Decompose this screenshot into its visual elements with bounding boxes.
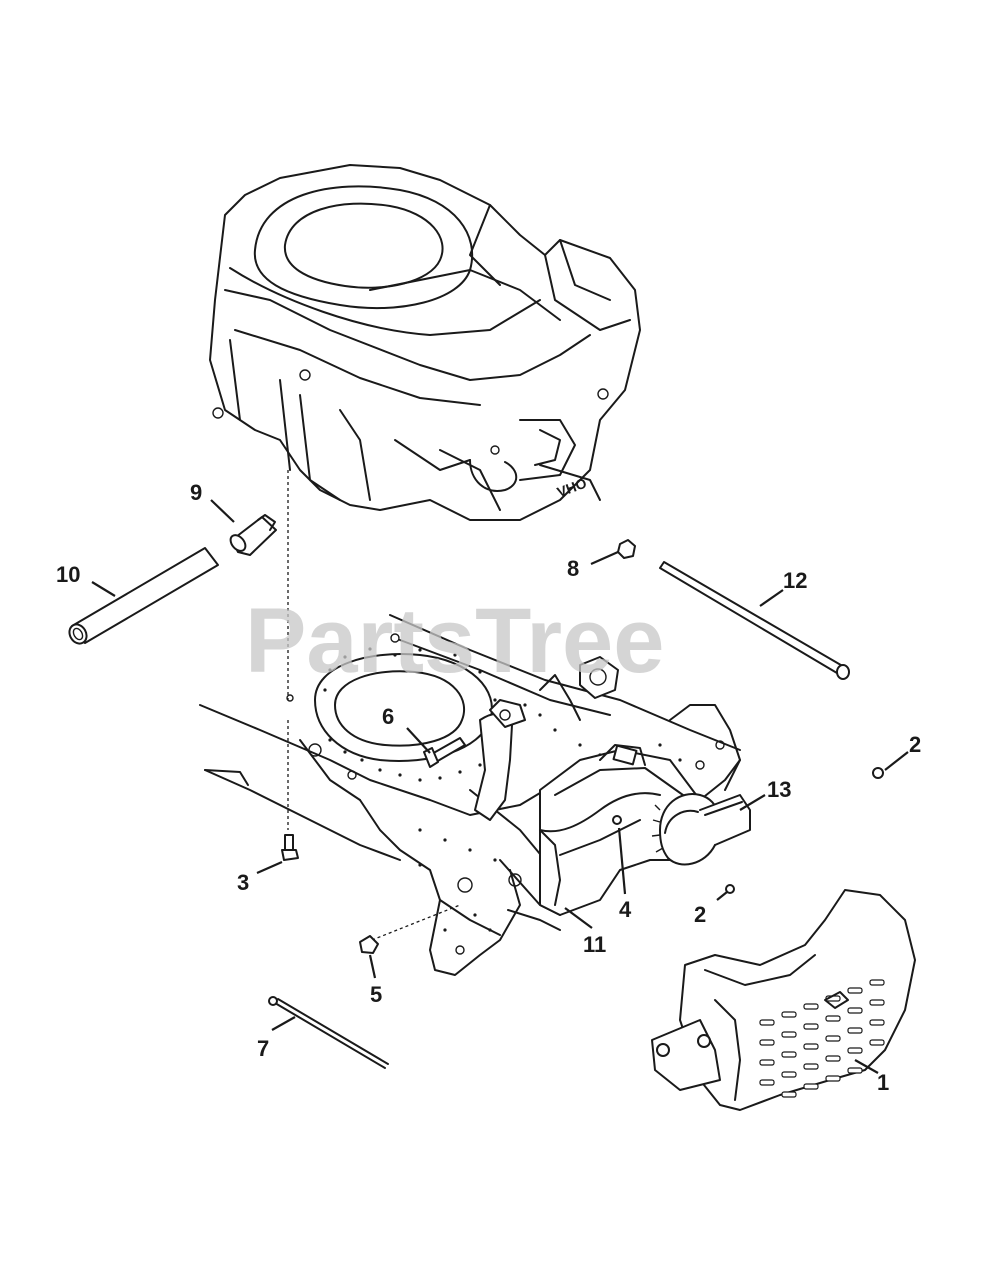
callout-13: 13 — [767, 777, 791, 802]
bolt-part-3[interactable] — [281, 834, 299, 861]
callout-2: 2 — [909, 732, 921, 757]
callout-1: 1 — [877, 1070, 889, 1095]
engine-illustration[interactable]: OHV — [209, 164, 641, 521]
callout-8: 8 — [567, 556, 579, 581]
watermark: PartsTree — [245, 590, 664, 692]
screw-part-4[interactable] — [612, 815, 622, 825]
callout-11: 11 — [583, 932, 606, 957]
leader-lines — [91, 499, 909, 1074]
callout-7: 7 — [257, 1036, 269, 1061]
callout-5: 5 — [370, 982, 382, 1007]
screw-part-2a[interactable] — [872, 767, 884, 779]
screw-part-2b[interactable] — [725, 884, 735, 894]
callout-6: 6 — [382, 704, 394, 729]
spark-arrestor[interactable] — [651, 793, 751, 866]
bolt-part-5[interactable] — [359, 935, 379, 954]
spark-arrestor-ribs — [651, 804, 664, 853]
fitting-part-9[interactable] — [228, 514, 277, 556]
frame-holes — [323, 647, 682, 932]
nut-part-8[interactable] — [617, 539, 636, 559]
callout-4: 4 — [619, 897, 632, 922]
rod-part-12[interactable] — [659, 561, 850, 680]
cable-tie-part-7[interactable] — [268, 996, 389, 1069]
tube-part-10[interactable] — [66, 547, 219, 647]
callout-10: 10 — [56, 562, 80, 587]
heat-shield[interactable] — [651, 889, 916, 1111]
callout-2: 2 — [694, 902, 706, 927]
tractor-frame — [199, 614, 741, 976]
bolt-part-6[interactable] — [423, 737, 466, 768]
callout-9: 9 — [190, 480, 202, 505]
heat-shield-vents — [759, 979, 885, 1098]
callout-3: 3 — [237, 870, 249, 895]
exhaust-pipe[interactable] — [474, 656, 619, 821]
callout-12: 12 — [783, 568, 807, 593]
